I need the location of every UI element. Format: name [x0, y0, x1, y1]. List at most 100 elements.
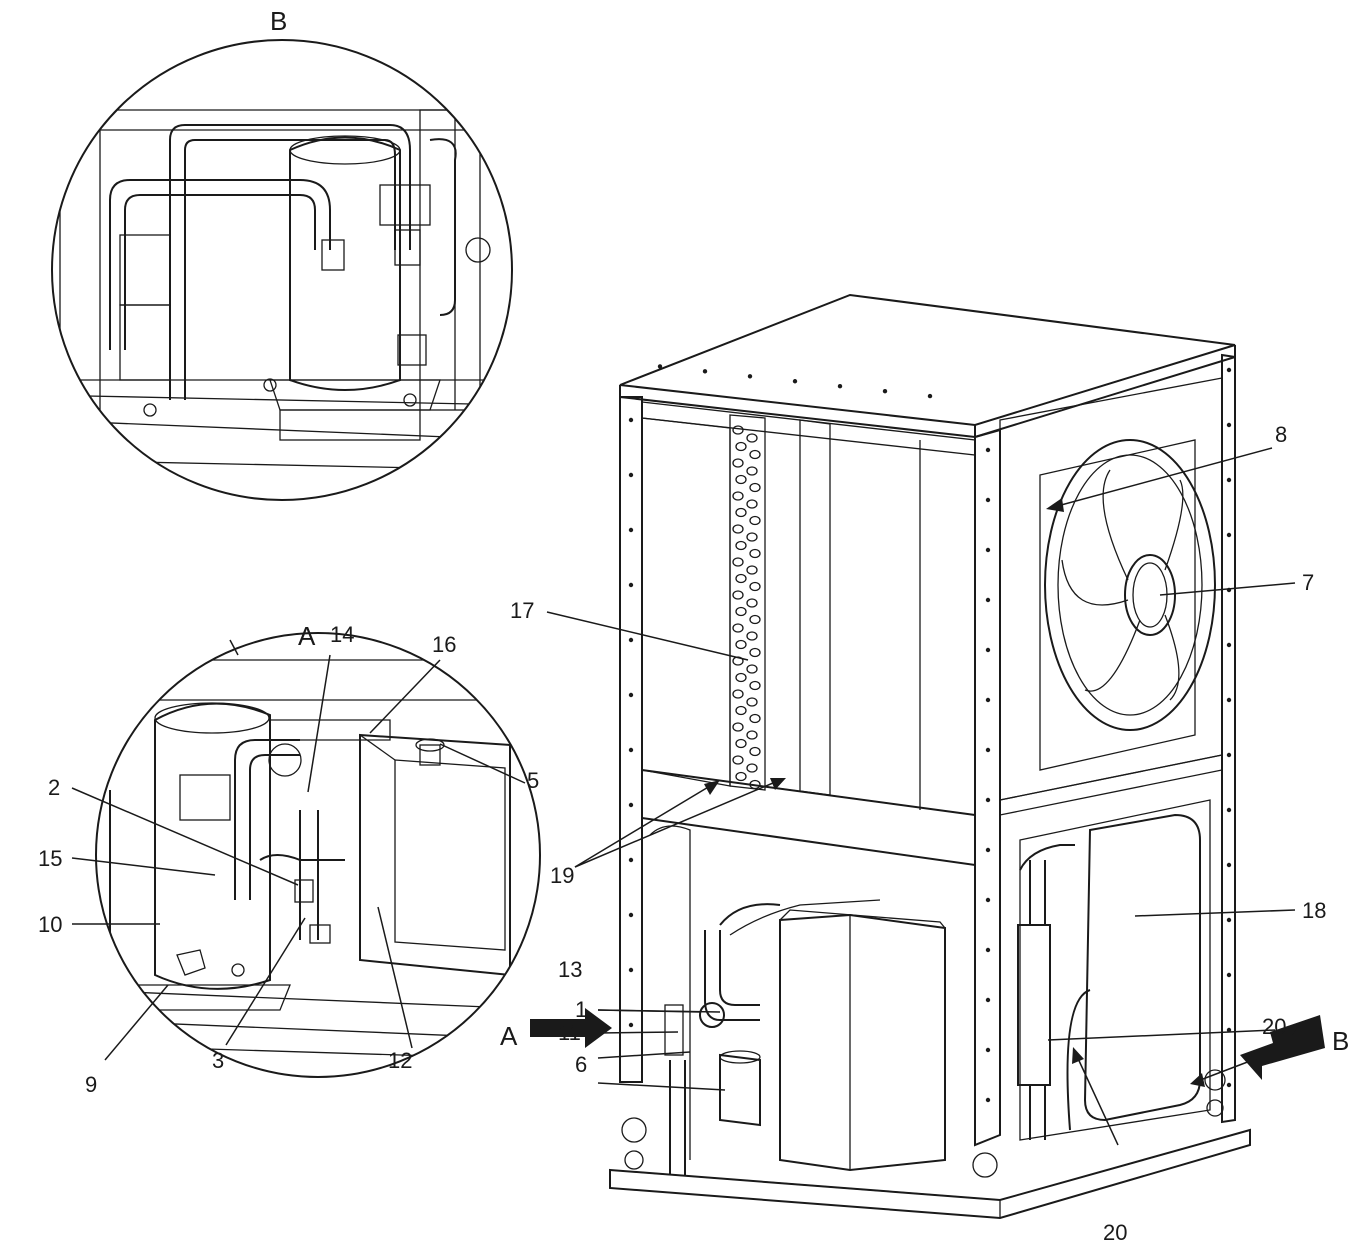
coil-tube-end [735, 606, 747, 617]
coil-tube-end [746, 433, 758, 443]
coil-tube-end [746, 532, 758, 542]
coil-tube-end [746, 631, 758, 641]
frame-hole [1226, 532, 1232, 538]
coil-tube-end [732, 623, 744, 633]
frame-hole [747, 374, 753, 379]
frame-hole [1226, 1027, 1232, 1033]
heat-exchanger [1017, 799, 1211, 1141]
callout-19: 19 [550, 863, 574, 888]
detail-b-contents [52, 109, 512, 471]
frame-hole [1226, 972, 1232, 978]
main-unit [609, 293, 1251, 1220]
accumulator [1017, 924, 1051, 1086]
coil-tube-end [749, 647, 761, 658]
coil-tube-end [749, 779, 761, 790]
callout-7: 7 [1302, 570, 1314, 595]
coil-tube-end [735, 474, 747, 485]
view-arrow-a [530, 1008, 612, 1048]
frame-hole [628, 692, 634, 698]
frame-hole [1226, 367, 1232, 373]
arrow-label-b: B [1332, 1026, 1349, 1056]
coil-tube-end [732, 755, 744, 765]
frame-hole [1226, 752, 1232, 758]
callout-16: 16 [432, 632, 456, 657]
frame-hole [985, 447, 991, 453]
coil-tube-end [746, 697, 758, 707]
filter-drier [719, 1053, 761, 1127]
coil-tube-end [746, 730, 758, 740]
view-label-a: A [298, 621, 316, 651]
callout-20-bottom: 20 [1103, 1220, 1127, 1245]
coil-tube-end [735, 573, 747, 584]
coil-tube-end [749, 680, 761, 691]
coil-tube-end [732, 557, 744, 567]
callout-12: 12 [388, 1048, 412, 1073]
callout-4: 4 [1290, 1020, 1302, 1045]
coil-tube-end [746, 466, 758, 476]
coil-tube-end [732, 689, 744, 699]
detail-a-circle [95, 632, 541, 1078]
frame-hole [628, 747, 634, 753]
frame-hole [882, 388, 888, 394]
coil-tube-end [735, 672, 747, 683]
frame-hole [628, 417, 634, 423]
frame-hole [985, 747, 991, 753]
frame-hole [927, 393, 933, 399]
frame-hole [985, 647, 991, 653]
view-labels: B A A B [270, 6, 1349, 1056]
coil-tube-end [746, 565, 758, 575]
base-frame [609, 1069, 1251, 1220]
coil-tube-end [746, 598, 758, 608]
callout-2: 2 [48, 775, 60, 800]
frame-hole [985, 897, 991, 903]
callout-9: 9 [85, 1072, 97, 1097]
coil-tube-end [732, 425, 744, 435]
callout-18: 18 [1302, 898, 1326, 923]
coil-tube-end [746, 499, 758, 509]
frame-hole [628, 472, 634, 478]
frame-hole [628, 967, 634, 973]
callout-14: 14 [330, 622, 354, 647]
callout-11: 11 [558, 1020, 581, 1045]
frame-hole [628, 802, 634, 808]
frame-hole [1226, 642, 1232, 648]
frame-hole [985, 797, 991, 803]
callout-20-right: 20 [1262, 1014, 1286, 1039]
fan-ring [1044, 439, 1216, 731]
coil-tube-end [749, 449, 761, 460]
evaporator-coil [729, 414, 831, 796]
frame-hole [1226, 917, 1232, 923]
frame-hole [702, 369, 708, 374]
frame-hole [628, 857, 634, 863]
compressor-b [289, 135, 427, 391]
callout-3: 3 [212, 1048, 224, 1073]
callout-labels: 14 16 5 2 15 10 9 3 12 8 7 17 19 18 13 1… [38, 422, 1326, 1245]
detail-b-circle [51, 39, 513, 501]
coil-tube-end [735, 705, 747, 716]
coil-tube-end [735, 639, 747, 650]
callout-17: 17 [510, 598, 534, 623]
compressor-cover [779, 909, 946, 1172]
frame-hole [985, 497, 991, 503]
arrow-label-a: A [500, 1021, 518, 1051]
coil-tube-end [732, 524, 744, 534]
frame-hole [1226, 422, 1232, 428]
frame-hole [628, 912, 634, 918]
callout-1: 1 [575, 997, 587, 1022]
coil-tube-end [749, 713, 761, 724]
coil-tube-end [746, 763, 758, 773]
frame-hole [985, 947, 991, 953]
coil-tube-end [749, 746, 761, 757]
coil-tube-end [735, 507, 747, 518]
callout-8: 8 [1275, 422, 1287, 447]
frame-hole [792, 379, 798, 384]
callout-6: 6 [575, 1052, 587, 1077]
frame-hole [628, 582, 634, 588]
frame-hole [1226, 697, 1232, 703]
control-box-a [359, 733, 511, 977]
lower-pipework [649, 825, 881, 1175]
frame-hole [985, 547, 991, 553]
callout-15: 15 [38, 846, 62, 871]
view-label-b: B [270, 6, 287, 36]
